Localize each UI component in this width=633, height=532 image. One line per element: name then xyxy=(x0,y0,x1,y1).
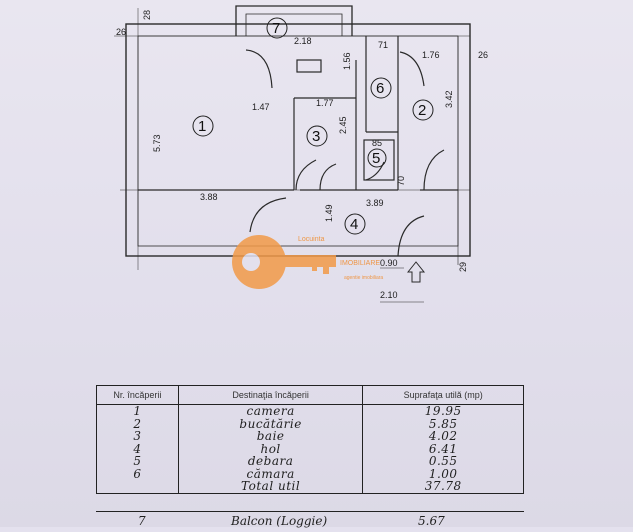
table-row: 1 camera 19.95 xyxy=(96,404,524,418)
watermark-text-2: IMOBILIARE xyxy=(340,260,380,267)
room-purpose: camera xyxy=(177,404,364,418)
dim-label: 1.49 xyxy=(324,204,334,222)
dim-label: 71 xyxy=(378,40,388,50)
closet-5 xyxy=(363,139,395,181)
header-usable-area: Suprafaţa utilă (mp) xyxy=(362,385,524,405)
room-purpose: debara xyxy=(177,455,364,468)
room-area: 0.55 xyxy=(362,455,524,468)
table-row: 2 bucătărie 5.85 xyxy=(96,417,524,430)
dim-label: 1.76 xyxy=(422,50,440,60)
room-number: 2 xyxy=(96,417,179,430)
table-row: 4 hol 6.41 xyxy=(96,442,524,455)
room-number: 4 xyxy=(96,442,179,455)
room-purpose: cămara xyxy=(177,467,364,480)
room-purpose: bucătărie xyxy=(177,417,364,430)
dim-label: 2.10 xyxy=(380,290,398,300)
dim-label: 2.18 xyxy=(294,36,312,46)
dim-label: 1.77 xyxy=(316,98,334,108)
table-row: 5 debara 0.55 xyxy=(96,455,524,468)
floor-plan: Locuinta IMOBILIARE agentie imobiliara 7… xyxy=(114,5,488,303)
room-number-4: 4 xyxy=(350,216,358,233)
door-pantry xyxy=(399,51,425,87)
door-bath xyxy=(319,163,337,191)
room-area: 5.67 xyxy=(418,514,445,528)
dim-label: 70 xyxy=(396,176,406,186)
dim-label: 1.56 xyxy=(342,52,352,70)
dim-label: 3.89 xyxy=(366,198,384,208)
header-room-number: Nr. încăperii xyxy=(96,385,179,405)
room-area: 6.41 xyxy=(362,442,524,455)
dim-label: 5.73 xyxy=(152,134,162,152)
door-balcony xyxy=(245,49,273,89)
room-area: 1.00 xyxy=(362,467,524,480)
room-number xyxy=(96,480,179,494)
room-number-1: 1 xyxy=(198,118,206,135)
total-area: 37.78 xyxy=(362,480,524,494)
room-area: 19.95 xyxy=(362,404,524,418)
dim-label: 29 xyxy=(458,262,468,272)
room-area: 5.85 xyxy=(362,417,524,430)
entrance-arrow-icon xyxy=(406,261,426,283)
room-number-2: 2 xyxy=(418,102,426,119)
room-number: 3 xyxy=(96,430,179,443)
room-number-3: 3 xyxy=(312,128,320,145)
door-kitchen xyxy=(423,149,445,191)
room-purpose: baie xyxy=(177,430,364,443)
dim-label: 28 xyxy=(142,10,152,20)
total-label: Total util xyxy=(177,480,364,494)
room-number: 1 xyxy=(96,404,179,418)
door-room-1 xyxy=(295,159,317,191)
table-row: 6 cămara 1.00 xyxy=(96,467,524,480)
table-total-row: Total util 37.78 xyxy=(96,480,524,494)
table-header-row: Nr. încăperii Destinaţia încăperii Supra… xyxy=(96,385,524,405)
dim-label: 26 xyxy=(116,27,126,37)
dim-label: 26 xyxy=(478,50,488,60)
balcony-row: 7 Balcon (Loggie) 5.67 xyxy=(96,511,524,532)
room-number: 6 xyxy=(96,467,179,480)
dim-label: 3.42 xyxy=(444,90,454,108)
room-purpose: hol xyxy=(177,442,364,455)
balcony-outline xyxy=(235,5,353,36)
dim-label: 85 xyxy=(372,138,382,148)
dim-label: 2.45 xyxy=(338,116,348,134)
room-number: 7 xyxy=(138,514,146,528)
room-area: 4.02 xyxy=(362,430,524,443)
balcony-inner xyxy=(245,13,343,36)
room-area-table: Nr. încăperii Destinaţia încăperii Supra… xyxy=(96,385,524,494)
room-number: 5 xyxy=(96,455,179,468)
balcony-window xyxy=(296,59,322,73)
door-main xyxy=(397,215,425,257)
dim-label: 1.47 xyxy=(252,102,270,112)
header-room-purpose: Destinaţia încăperii xyxy=(177,385,364,405)
room-number-7: 7 xyxy=(272,20,280,37)
dim-label: 3.88 xyxy=(200,192,218,202)
room-number-5: 5 xyxy=(372,150,380,167)
door-entrance xyxy=(249,197,287,233)
outer-wall xyxy=(125,23,471,257)
room-number-6: 6 xyxy=(376,80,384,97)
inner-wall-line xyxy=(137,35,459,247)
table-row: 3 baie 4.02 xyxy=(96,430,524,443)
watermark-logo: Locuinta IMOBILIARE agentie imobiliara xyxy=(232,235,383,289)
dim-label: 0.90 xyxy=(380,258,398,268)
watermark-text: Locuinta xyxy=(298,236,325,243)
watermark-text-3: agentie imobiliara xyxy=(344,275,383,281)
room-purpose: Balcon (Loggie) xyxy=(231,514,328,528)
